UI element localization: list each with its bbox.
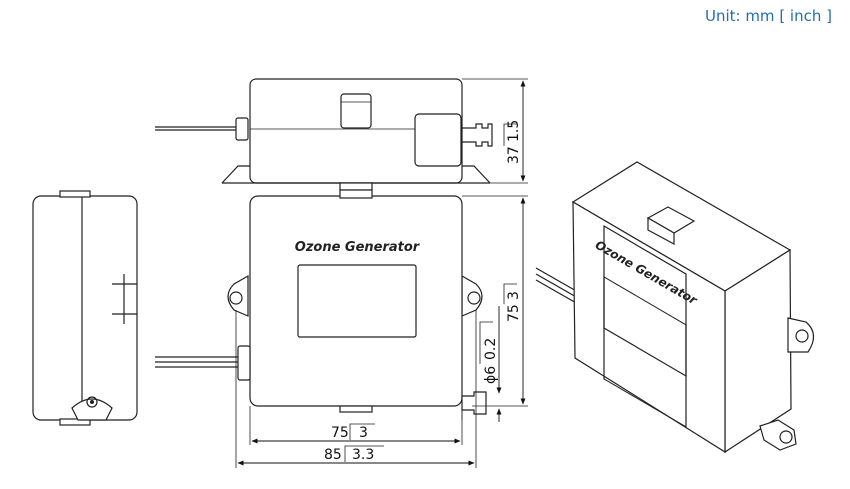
isometric-view: Ozone Generator — [535, 161, 815, 454]
dimension-lines: 37 1.5 75 3 ϕ6 0.2 75 3 85 3.3 — [235, 78, 528, 468]
dim-pipe-dia: ϕ6 — [483, 366, 499, 384]
dim-body-width-mm: 75 — [331, 425, 349, 441]
side-view — [32, 190, 138, 426]
dim-pipe-offset: 0.2 — [483, 338, 499, 360]
dim-body-width-inch: 3 — [359, 425, 368, 441]
dim-body-height-mm: 75 — [506, 304, 522, 322]
dim-overall-width-mm: 85 — [324, 447, 342, 463]
front-product-label: Ozone Generator — [295, 240, 421, 255]
front-view: Ozone Generator — [155, 189, 487, 420]
dim-height-inch: 1.5 — [506, 120, 522, 142]
dim-height-mm: 37 — [506, 146, 522, 164]
unit-label: Unit: mm [ inch ] — [704, 7, 832, 25]
dim-overall-width-inch: 3.3 — [352, 447, 374, 463]
dim-body-height-inch: 3 — [506, 291, 522, 300]
top-view — [155, 78, 493, 191]
